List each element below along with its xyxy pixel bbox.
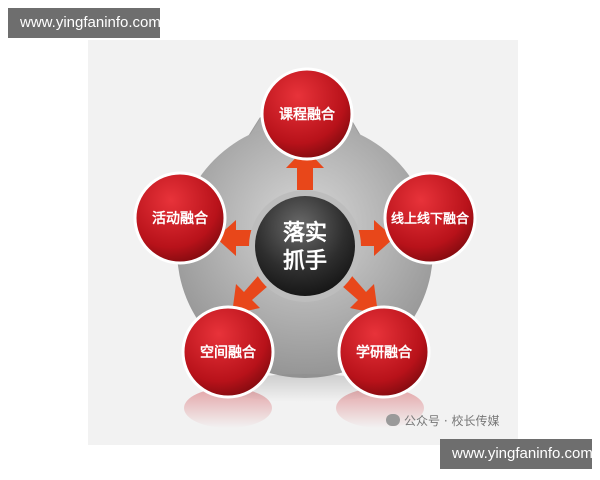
node-space-label: 空间融合 — [200, 344, 257, 361]
wechat-icon — [386, 414, 400, 426]
arrow-right-icon — [356, 220, 394, 256]
arrow-down-left-icon — [232, 276, 268, 314]
hub-label-line1: 落实 — [283, 220, 327, 246]
attribution: 公众号 · 校长传媒 — [386, 412, 499, 429]
hub-circle — [255, 196, 355, 296]
node-research-circle — [337, 305, 431, 399]
watermark-top: www.yingfaninfo.com — [8, 8, 161, 38]
arrow-down-right-icon — [342, 276, 378, 314]
attribution-text: 公众号 · 校长传媒 — [404, 414, 500, 428]
node-research-label: 学研融合 — [356, 344, 413, 361]
watermark-bottom: www.yingfaninfo.com — [440, 439, 593, 469]
hub-label-line2: 抓手 — [283, 248, 327, 274]
node-activity-circle — [133, 171, 227, 265]
node-online-circle — [383, 171, 477, 265]
node-online-label: 线上线下融合 — [391, 211, 470, 227]
node-course-circle — [260, 67, 354, 161]
node-activity-label: 活动融合 — [152, 210, 209, 227]
arrow-left-icon — [216, 220, 254, 256]
pentagon-reflection — [225, 374, 385, 402]
node-course-label: 课程融合 — [279, 106, 336, 123]
node-space-circle — [181, 305, 275, 399]
